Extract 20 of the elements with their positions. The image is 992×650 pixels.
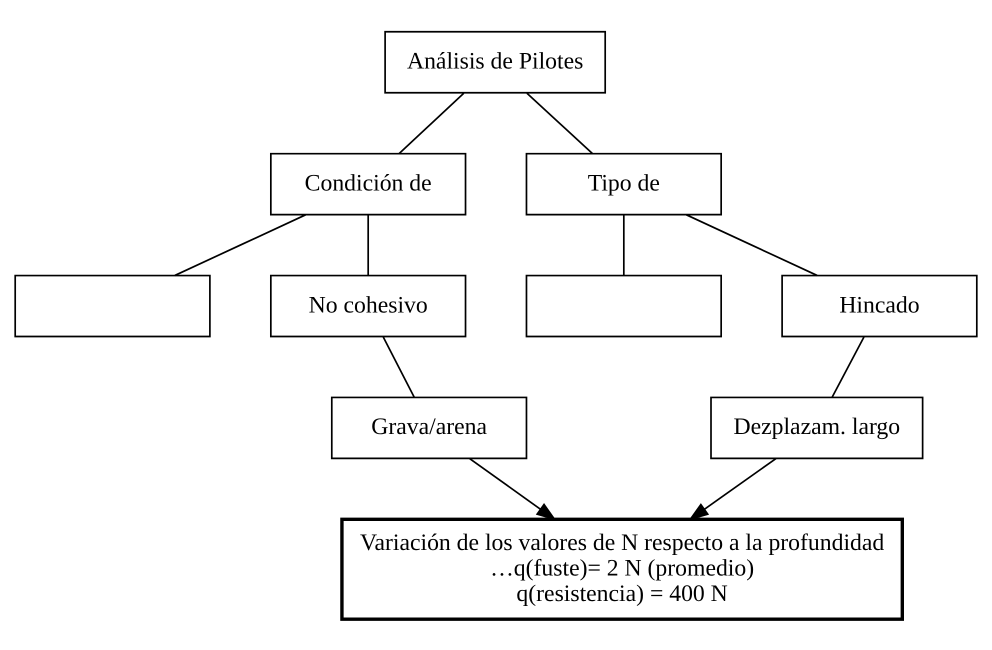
node-box: Tipo de [526, 152, 722, 215]
connector [526, 92, 593, 154]
node-box [14, 274, 211, 337]
connector [382, 336, 415, 398]
connector [398, 92, 464, 154]
arrow [469, 457, 556, 520]
connector [622, 214, 625, 275]
node-box: Grava/arena [330, 396, 528, 459]
connector [831, 336, 865, 398]
node-box: Análisis de Pilotes [384, 30, 606, 94]
connector [686, 214, 818, 276]
node-box: Hincado [781, 274, 978, 337]
node-box: Variación de los valores de N respecto a la profundidad …q(fuste)= 2 N (promedio) q(resistencia) = 400 N [340, 517, 904, 620]
node-box [526, 274, 722, 337]
node-box: Dezplazam. largo [710, 396, 924, 459]
connector [367, 214, 370, 275]
node-box: Condición de [270, 152, 466, 215]
arrow [688, 457, 776, 520]
connector [174, 214, 306, 276]
node-box: No cohesivo [270, 274, 466, 337]
